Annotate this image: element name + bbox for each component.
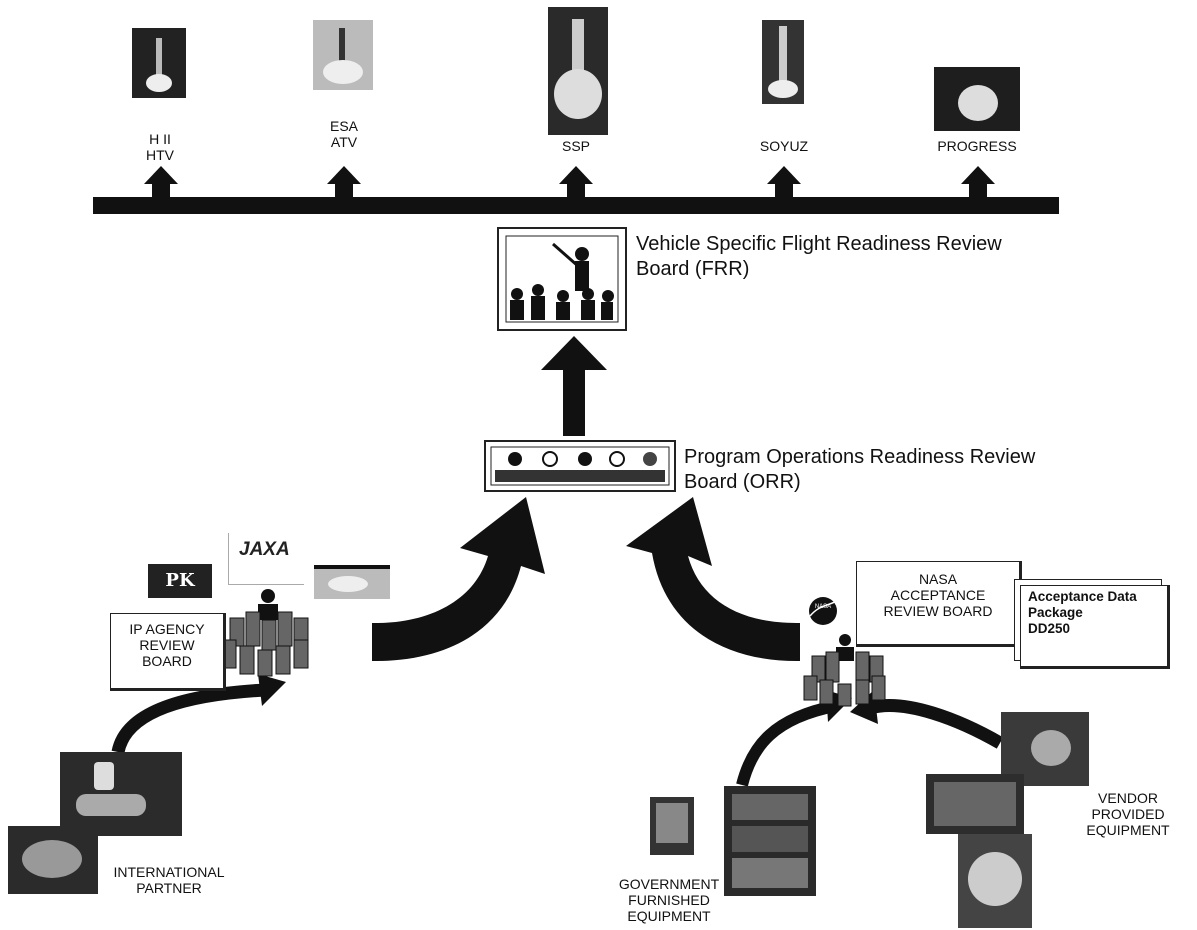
- rka-logo: PK: [148, 564, 212, 598]
- orr-to-frr-arrow: [541, 336, 607, 436]
- partner-to-ip-arrow: [111, 683, 266, 754]
- vehicle-label-soyuz: SOYUZ: [759, 138, 809, 154]
- vendor-equipment-hardware-photo: [958, 834, 1032, 928]
- soyuz-launch-photo: [762, 20, 804, 104]
- nasa-logo: [809, 597, 839, 625]
- up-arrow-ssp: [559, 166, 593, 198]
- partner-to-ip-arrowhead: [258, 674, 286, 706]
- vehicle-label-progress: PROGRESS: [937, 138, 1017, 154]
- htv-launch-photo: [132, 28, 186, 98]
- vendor-to-nasa-arrow: [868, 699, 1004, 749]
- vehicle-timeline-bar: [93, 197, 1059, 214]
- vendor-to-nasa-arrowhead: [850, 690, 878, 724]
- government-equipment-rack-photo: [724, 786, 816, 896]
- international-partner-hardware-photo: [8, 826, 98, 894]
- vehicle-label-ssp: SSP: [561, 138, 590, 154]
- government-equipment-photo: [650, 797, 694, 855]
- atv-launch-photo: [313, 20, 373, 90]
- jaxa-logo: JAXA: [228, 533, 304, 585]
- ip-board-stacks-icon: [221, 589, 309, 677]
- up-arrow-soyuz: [767, 166, 801, 198]
- frr-label: Vehicle Specific Flight Readiness Review…: [636, 233, 1002, 280]
- nasa-logo-text: NASA: [814, 604, 832, 610]
- gov-to-nasa-arrow: [736, 700, 837, 787]
- esa-logo: [314, 565, 390, 599]
- international-partner-photo: [60, 752, 182, 836]
- progress-launch-photo: [934, 67, 1020, 131]
- nasa-board-stacks-icon: [803, 634, 886, 707]
- ip-to-orr-curved-arrow: [372, 497, 545, 662]
- vendor-equipment-photo: [1001, 712, 1089, 786]
- up-arrow-atv: [327, 166, 361, 198]
- vendor-equipment-rack-photo: [926, 774, 1024, 834]
- vehicle-arrows: [144, 166, 995, 198]
- up-arrow-htv: [144, 166, 178, 198]
- presenter-audience-icon: [497, 227, 627, 331]
- ssp-launch-photo: [548, 7, 608, 135]
- up-arrow-progress: [961, 166, 995, 198]
- review-panel-icon: [484, 440, 676, 492]
- nasa-to-orr-curved-arrow: [626, 497, 800, 662]
